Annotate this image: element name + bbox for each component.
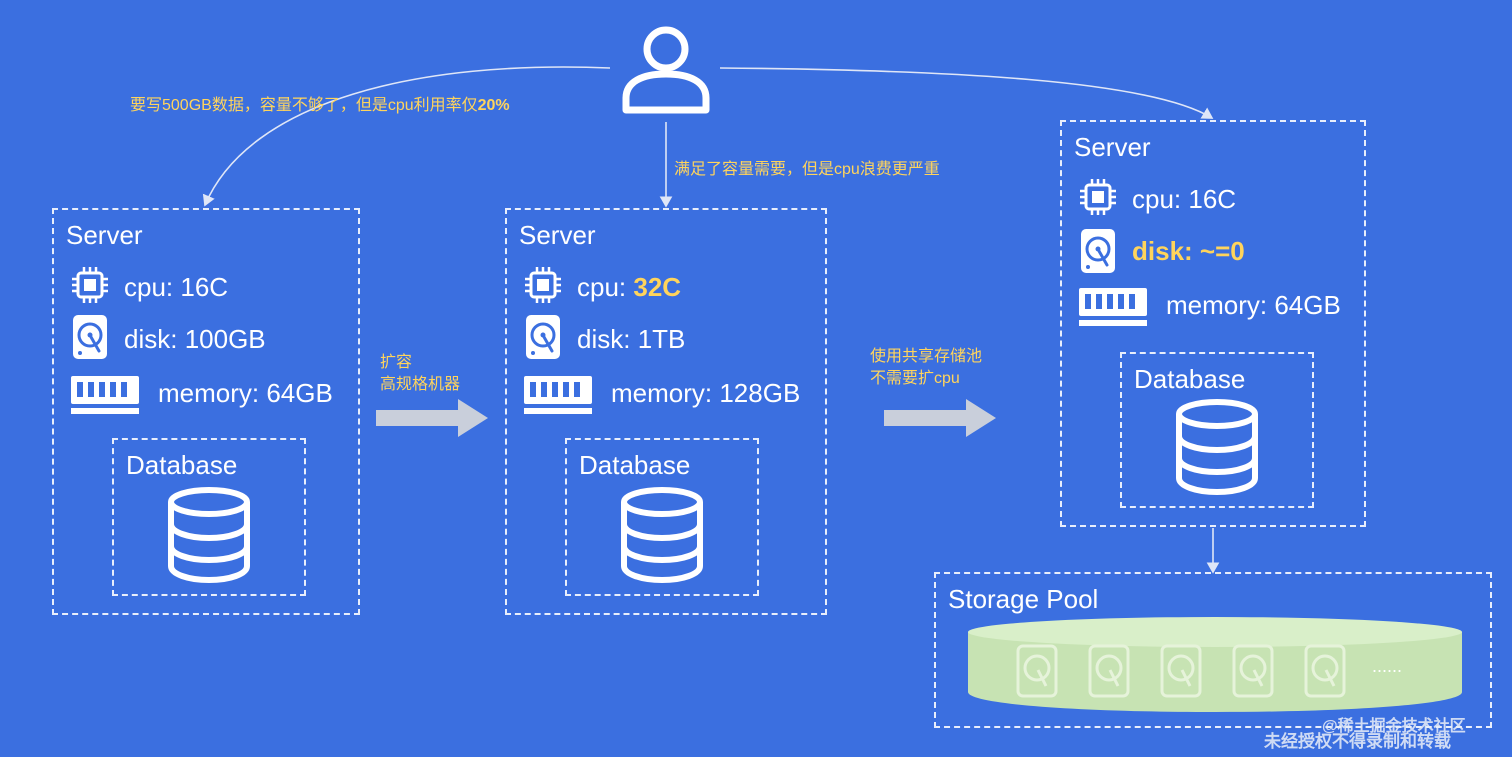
- memory-spec: memory: 128GB: [611, 378, 801, 408]
- connector-to-server-3: [719, 67, 1214, 119]
- memory-icon: [523, 372, 593, 416]
- database-icon: [617, 486, 707, 584]
- hard-drive-icon: [1160, 644, 1202, 698]
- cpu-spec: cpu: 16C: [1132, 184, 1237, 214]
- database-box: Database: [565, 438, 759, 596]
- disk-spec: disk: 100GB: [124, 324, 266, 354]
- hard-drive-icon: [1304, 644, 1346, 698]
- database-icon: [164, 486, 254, 584]
- database-label: Database: [126, 450, 238, 480]
- memory-icon: [70, 372, 140, 416]
- hard-drive-icon: [1088, 644, 1130, 698]
- disk-icon: [1079, 227, 1117, 275]
- arrow-label-2: 使用共享存储池 不需要扩cpu: [870, 348, 983, 387]
- cpu-icon: [70, 265, 110, 305]
- arrow-right-icon: [376, 399, 488, 437]
- memory-spec: memory: 64GB: [1166, 290, 1341, 320]
- watermark-line-1: @稀土掘金技术社区: [1322, 718, 1466, 735]
- arrow-right-icon: [884, 399, 996, 437]
- server-title: Server: [1074, 132, 1151, 162]
- server-box-2: Server cpu: 32C disk: 1TB memory: 128GB …: [505, 208, 827, 615]
- server-box-1: Server cpu: 16C disk: 100GB memory: 64GB…: [52, 208, 360, 615]
- disk-icon: [71, 313, 109, 361]
- hard-drive-icon: [1232, 644, 1274, 698]
- more-drives-indicator: ......: [1372, 656, 1403, 676]
- connector-to-server-1: [202, 66, 611, 207]
- database-label: Database: [1134, 364, 1246, 394]
- database-icon: [1172, 398, 1262, 496]
- arrow-label-1: 扩容 高规格机器: [380, 354, 461, 393]
- watermark-line-2: 未经授权不得录制和转载: [1264, 732, 1451, 751]
- database-label: Database: [579, 450, 691, 480]
- server-title: Server: [66, 220, 143, 250]
- cpu-spec: cpu: 16C: [124, 272, 229, 302]
- memory-icon: [1078, 284, 1148, 328]
- hard-drive-icon: [1016, 644, 1058, 698]
- cpu-icon: [523, 265, 563, 305]
- server-title: Server: [519, 220, 596, 250]
- server-box-3: Server cpu: 16C disk: ~=0 memory: 64GB D…: [1060, 120, 1366, 527]
- disk-icon: [524, 313, 562, 361]
- note-middle: 满足了容量需要，但是cpu浪费更严重: [674, 161, 940, 178]
- storage-pool-title: Storage Pool: [948, 584, 1099, 614]
- cpu-spec: cpu: 32C: [577, 272, 682, 302]
- disk-spec: disk: ~=0: [1132, 236, 1245, 266]
- user-icon: [620, 24, 712, 114]
- database-box: Database: [112, 438, 306, 596]
- disk-spec: disk: 1TB: [577, 324, 686, 354]
- note-left: 要写500GB数据，容量不够了，但是cpu利用率仅20%: [130, 97, 510, 114]
- database-box: Database: [1120, 352, 1314, 508]
- cpu-icon: [1078, 177, 1118, 217]
- storage-pool-box: Storage Pool ......: [934, 572, 1492, 728]
- memory-spec: memory: 64GB: [158, 378, 333, 408]
